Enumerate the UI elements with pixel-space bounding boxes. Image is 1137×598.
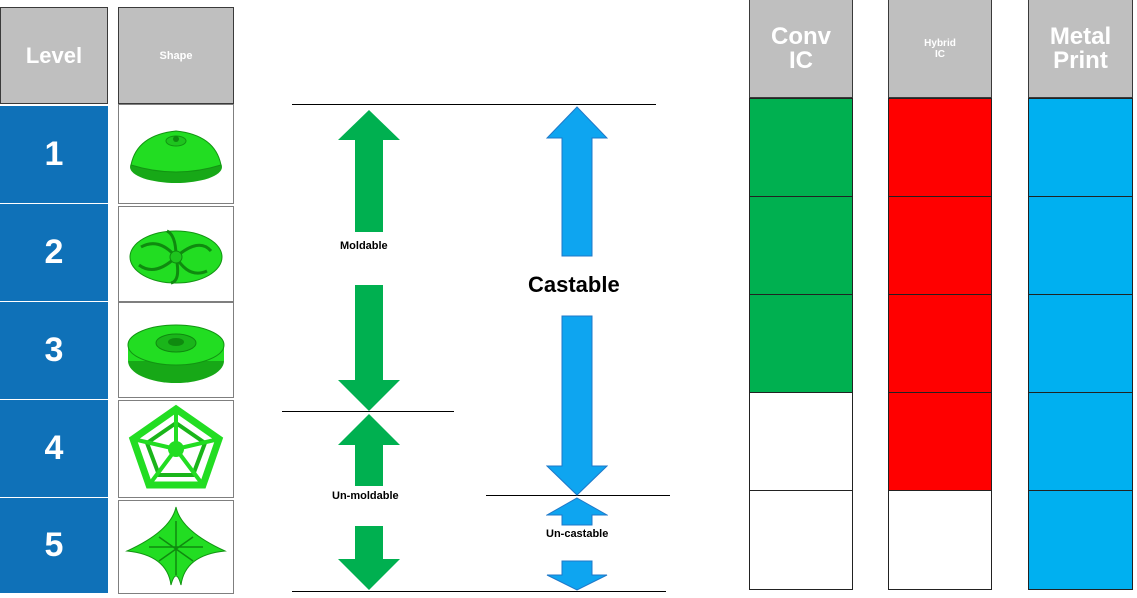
- conv-ic-level-3: [749, 294, 853, 393]
- level-number: 3: [44, 331, 64, 369]
- level-cell-2: 2: [0, 204, 108, 302]
- level-number: 4: [44, 429, 64, 467]
- hybrid-ic-header-line2: IC: [935, 48, 945, 60]
- shape-cell-5: [118, 500, 234, 594]
- conv-ic-header: Conv IC: [749, 0, 853, 98]
- conv-ic-header-line2: IC: [789, 46, 813, 74]
- metal-print-level-3: [1028, 294, 1133, 393]
- dome-impeller-icon: [130, 130, 222, 183]
- hybrid-ic-level-3: [888, 294, 992, 393]
- level-cell-3: 3: [0, 302, 108, 400]
- metal-print-header-line2: Print: [1053, 46, 1108, 74]
- uncastable-label: Un-castable: [546, 528, 609, 540]
- castable-label: Castable: [528, 272, 620, 298]
- unmoldable-label: Un-moldable: [332, 490, 399, 502]
- moldable-label: Moldable: [340, 240, 388, 252]
- swirl-impeller-icon: [129, 229, 223, 285]
- conv-ic-level-1: [749, 98, 853, 197]
- hybrid-ic-level-1: [888, 98, 992, 197]
- castable-range-arrow: [546, 106, 608, 496]
- shape-header: Shape: [118, 7, 234, 104]
- hybrid-ic-level-5: [888, 490, 992, 590]
- shape-cell-2: [118, 206, 234, 302]
- uncastable-range-arrow: [546, 497, 608, 591]
- bottom-boundary-line: [292, 591, 666, 592]
- conv-ic-level-5: [749, 490, 853, 590]
- metal-print-level-1: [1028, 98, 1133, 197]
- hybrid-ic-header: Hybrid IC: [888, 0, 992, 98]
- hybrid-ic-header-line1: Hybrid: [924, 37, 956, 49]
- shape-header-label: Shape: [159, 49, 193, 62]
- conv-ic-header-line1: Conv: [771, 22, 831, 50]
- metal-print-header: Metal Print: [1028, 0, 1133, 98]
- metal-print-header-line1: Metal: [1049, 22, 1112, 50]
- hybrid-ic-level-2: [888, 196, 992, 295]
- level-number: 5: [44, 526, 64, 564]
- moldable-boundary-line: [282, 411, 454, 412]
- metal-print-level-4: [1028, 392, 1133, 491]
- metal-print-level-5: [1028, 490, 1133, 590]
- level-cell-4: 4: [0, 400, 108, 498]
- lattice-star-icon: [128, 404, 224, 489]
- conv-ic-level-4: [749, 392, 853, 491]
- level-number: 2: [44, 233, 64, 271]
- shrouded-impeller-icon: [127, 324, 225, 383]
- moldable-range-arrow: [338, 110, 400, 411]
- level-number: 1: [44, 135, 64, 173]
- shape-cell-4: [118, 400, 234, 498]
- star-lattice-icon: [125, 506, 227, 586]
- shape-cell-1: [118, 104, 234, 204]
- hybrid-ic-level-4: [888, 392, 992, 491]
- level-header: Level: [0, 7, 108, 104]
- top-boundary-line: [292, 104, 656, 105]
- conv-ic-level-2: [749, 196, 853, 295]
- unmoldable-range-arrow: [338, 414, 400, 590]
- level-cell-1: 1: [0, 106, 108, 204]
- level-cell-5: 5: [0, 498, 108, 594]
- level-header-label: Level: [25, 42, 83, 68]
- shape-cell-3: [118, 302, 234, 398]
- castable-boundary-line: [486, 495, 670, 496]
- metal-print-level-2: [1028, 196, 1133, 295]
